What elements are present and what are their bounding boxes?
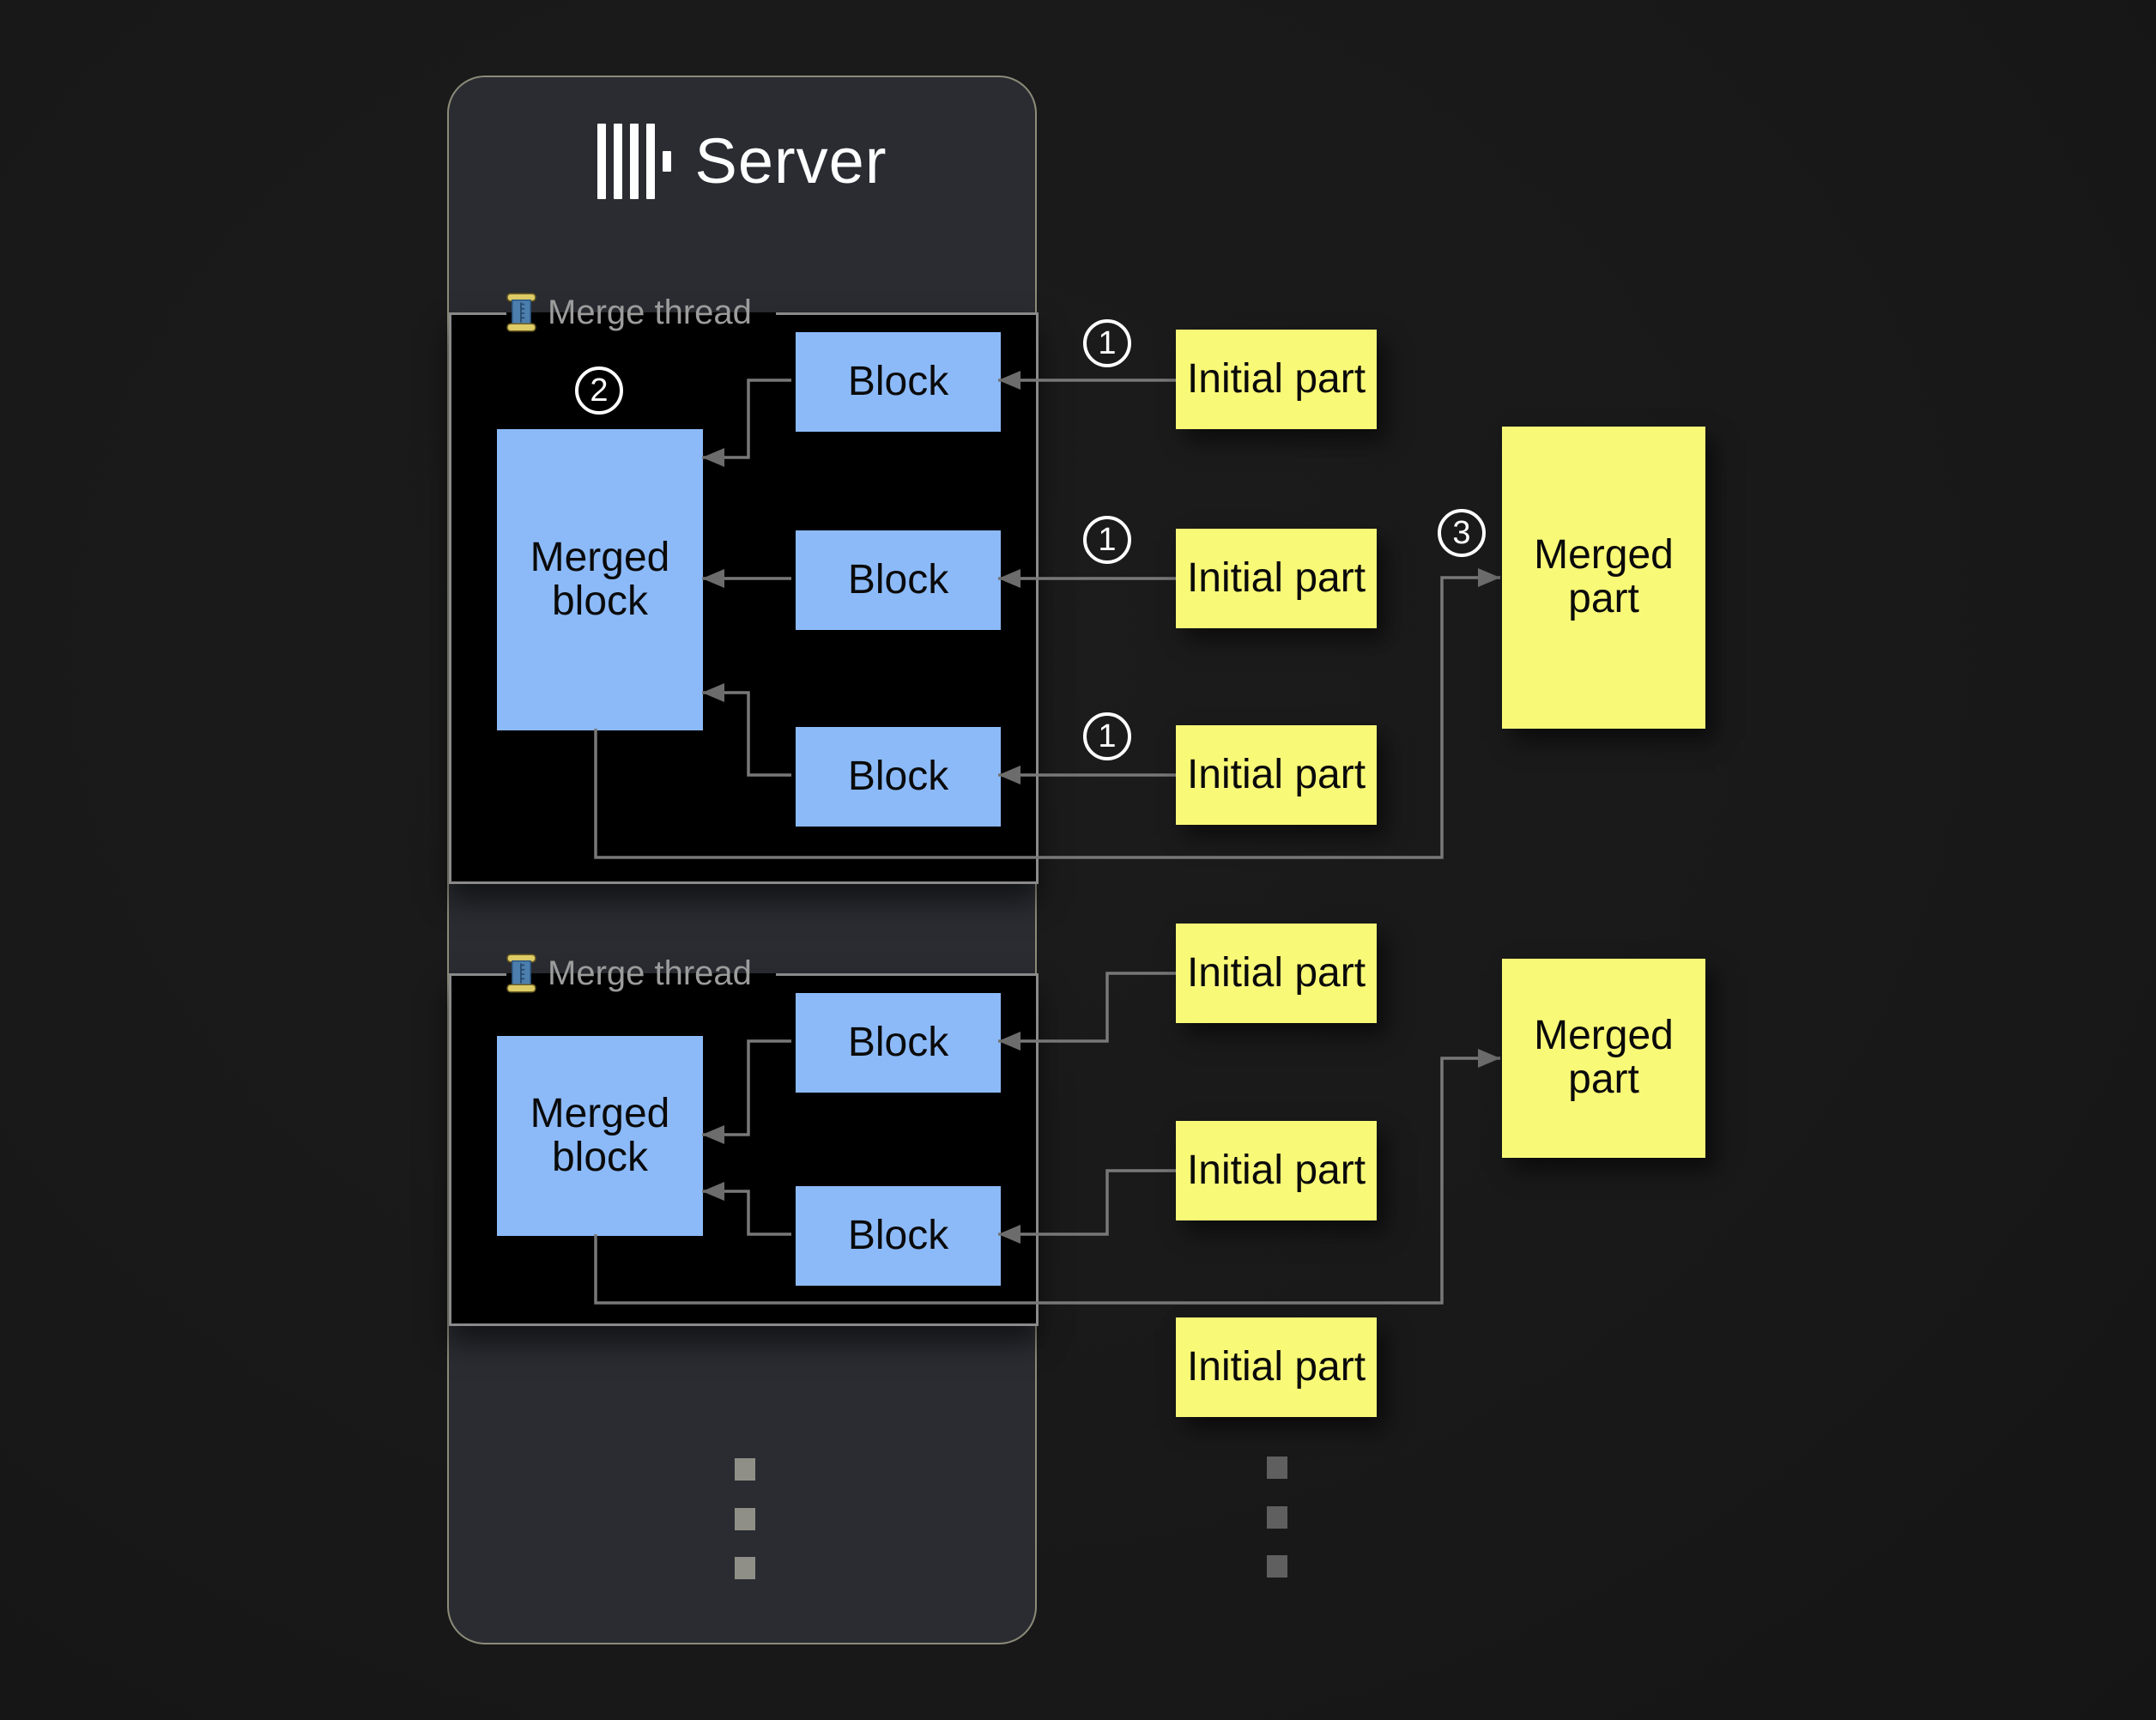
logo-bar — [613, 123, 622, 199]
server-header: Server — [449, 77, 1035, 245]
step-badge-1: 1 — [1083, 712, 1131, 760]
merged-block-2: Merged block — [497, 1036, 703, 1236]
more-threads-ellipsis-dot — [735, 1508, 755, 1530]
block-label: Block — [847, 1019, 949, 1065]
more-parts-ellipsis-dot — [1267, 1457, 1287, 1479]
section-border-segment — [451, 312, 506, 315]
initial-part-label: Initial part — [1186, 949, 1366, 996]
more-threads-ellipsis-dot — [735, 1557, 755, 1579]
merged-part-2: Merged part — [1502, 959, 1705, 1158]
step-badge-2: 2 — [575, 366, 623, 415]
merged-part-label: Merged part — [1534, 532, 1674, 621]
more-threads-ellipsis-dot — [735, 1458, 755, 1481]
logo-bar — [629, 123, 639, 199]
block-1: Block — [796, 332, 1001, 432]
step-badge-1: 1 — [1083, 319, 1131, 367]
block-label: Block — [847, 753, 949, 799]
merged-block-label: Merged block — [530, 1090, 670, 1180]
step-badge-3: 3 — [1438, 509, 1486, 557]
block-4: Block — [796, 993, 1001, 1093]
merge-thread-legend-1: Merge thread — [506, 290, 752, 335]
logo-bar-short — [662, 150, 671, 172]
more-parts-ellipsis-dot — [1267, 1555, 1287, 1578]
merge-thread-label: Merge thread — [548, 954, 752, 992]
logo-bar — [597, 123, 606, 199]
merged-block-label: Merged block — [530, 534, 670, 624]
initial-part-3: Initial part — [1176, 725, 1377, 825]
initial-part-label: Initial part — [1186, 554, 1366, 601]
thread-spool-icon — [506, 293, 536, 332]
more-parts-ellipsis-dot — [1267, 1506, 1287, 1529]
initial-part-label: Initial part — [1186, 1343, 1366, 1390]
merge-thread-legend-2: Merge thread — [506, 951, 752, 996]
initial-part-2: Initial part — [1176, 529, 1377, 628]
initial-part-5: Initial part — [1176, 1121, 1377, 1220]
merge-thread-section-1: Merge thread 2 Merged block Block Block … — [449, 294, 1039, 884]
merged-part-label: Merged part — [1534, 1013, 1674, 1102]
block-label: Block — [847, 556, 949, 603]
section-border-segment — [451, 973, 506, 976]
block-5: Block — [796, 1186, 1001, 1286]
initial-part-label: Initial part — [1186, 1147, 1366, 1193]
logo-bar — [645, 123, 655, 199]
thread-spool-icon — [506, 954, 536, 993]
block-label: Block — [847, 358, 949, 404]
block-2: Block — [796, 530, 1001, 630]
section-border-segment — [776, 973, 1036, 976]
step-badge-1: 1 — [1083, 516, 1131, 564]
initial-part-label: Initial part — [1186, 751, 1366, 797]
initial-part-6: Initial part — [1176, 1317, 1377, 1417]
initial-part-label: Initial part — [1186, 355, 1366, 402]
section-border-segment — [776, 312, 1036, 315]
initial-part-4: Initial part — [1176, 924, 1377, 1023]
merge-thread-label: Merge thread — [548, 293, 752, 331]
server-title: Server — [694, 125, 887, 197]
server-panel: Server Merge thread 2 Merged block Block — [447, 76, 1039, 1644]
clickhouse-logo-icon — [597, 123, 671, 200]
merge-thread-section-2: Merge thread Merged block Block Block — [449, 954, 1039, 1326]
merged-block-1: Merged block — [497, 429, 703, 730]
block-3: Block — [796, 727, 1001, 827]
initial-part-1: Initial part — [1176, 330, 1377, 429]
merged-part-1: Merged part — [1502, 427, 1705, 729]
block-label: Block — [847, 1212, 949, 1258]
